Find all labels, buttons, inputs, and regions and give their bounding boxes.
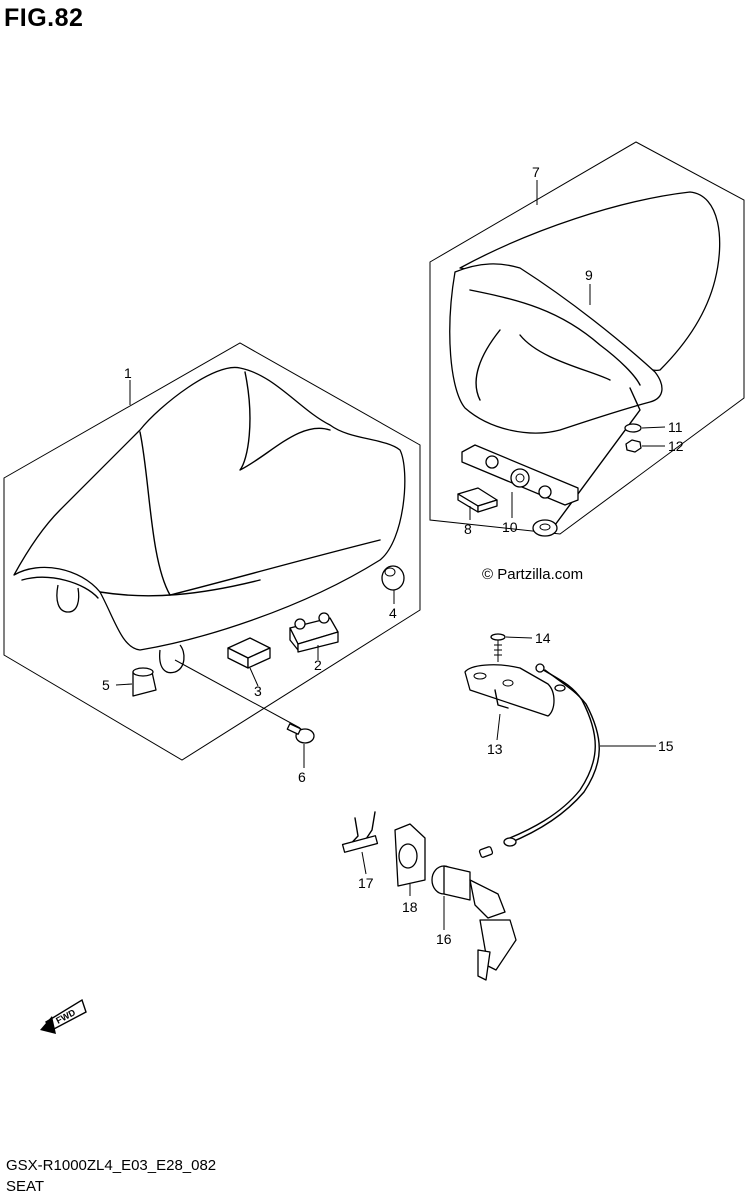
callout-8: 8	[464, 521, 472, 537]
callout-numbers: 1 2 3 4 5 6 7 8 9 10 11 12 13 14 15 16 1…	[102, 164, 684, 947]
callout-10: 10	[502, 519, 518, 535]
callout-11: 11	[668, 419, 683, 435]
callout-17: 17	[358, 875, 374, 891]
cushion-part-4[interactable]	[381, 565, 405, 591]
leader-lines	[115, 180, 666, 930]
plate-part-18[interactable]	[394, 823, 426, 887]
pad-part-8[interactable]	[457, 487, 498, 513]
callout-12: 12	[668, 438, 684, 454]
front-seat-part[interactable]	[13, 366, 406, 674]
latch-base-part-13[interactable]	[464, 664, 555, 717]
bolt-part-6[interactable]	[174, 659, 315, 744]
callout-4: 4	[389, 605, 397, 621]
callout-18: 18	[402, 899, 418, 915]
callout-2: 2	[314, 657, 322, 673]
nut-part-12[interactable]	[625, 439, 642, 453]
section-name: SEAT	[6, 1178, 45, 1195]
bracket-part-10[interactable]	[461, 444, 579, 537]
callout-15: 15	[658, 738, 674, 754]
model-code: GSX-R1000ZL4_E03_E28_082	[6, 1157, 217, 1174]
screw-part-14[interactable]	[490, 633, 506, 662]
washer-part-11[interactable]	[624, 423, 642, 433]
figure-title: FIG.82	[4, 4, 84, 32]
fwd-arrow-icon: FWD	[40, 998, 87, 1034]
callout-3: 3	[254, 683, 262, 699]
callout-1: 1	[124, 365, 132, 381]
rear-seat-group	[429, 141, 745, 535]
copyright-watermark: © Partzilla.com	[482, 566, 584, 583]
callout-16: 16	[436, 931, 452, 947]
callout-13: 13	[487, 741, 503, 757]
block-part[interactable]	[227, 637, 271, 669]
damper-block-part[interactable]	[289, 612, 339, 653]
holder-part-17[interactable]	[341, 811, 379, 853]
front-seat-group	[3, 342, 421, 761]
cushion-part-5[interactable]	[132, 667, 157, 697]
rear-seat-cowl-part[interactable]	[449, 191, 721, 526]
callout-9: 9	[585, 267, 593, 283]
callout-6: 6	[298, 769, 306, 785]
callout-14: 14	[535, 630, 551, 646]
callout-5: 5	[102, 677, 110, 693]
lock-cylinder-part-16[interactable]	[431, 865, 517, 981]
callout-7: 7	[532, 164, 540, 180]
cable-part-15[interactable]	[478, 663, 600, 858]
